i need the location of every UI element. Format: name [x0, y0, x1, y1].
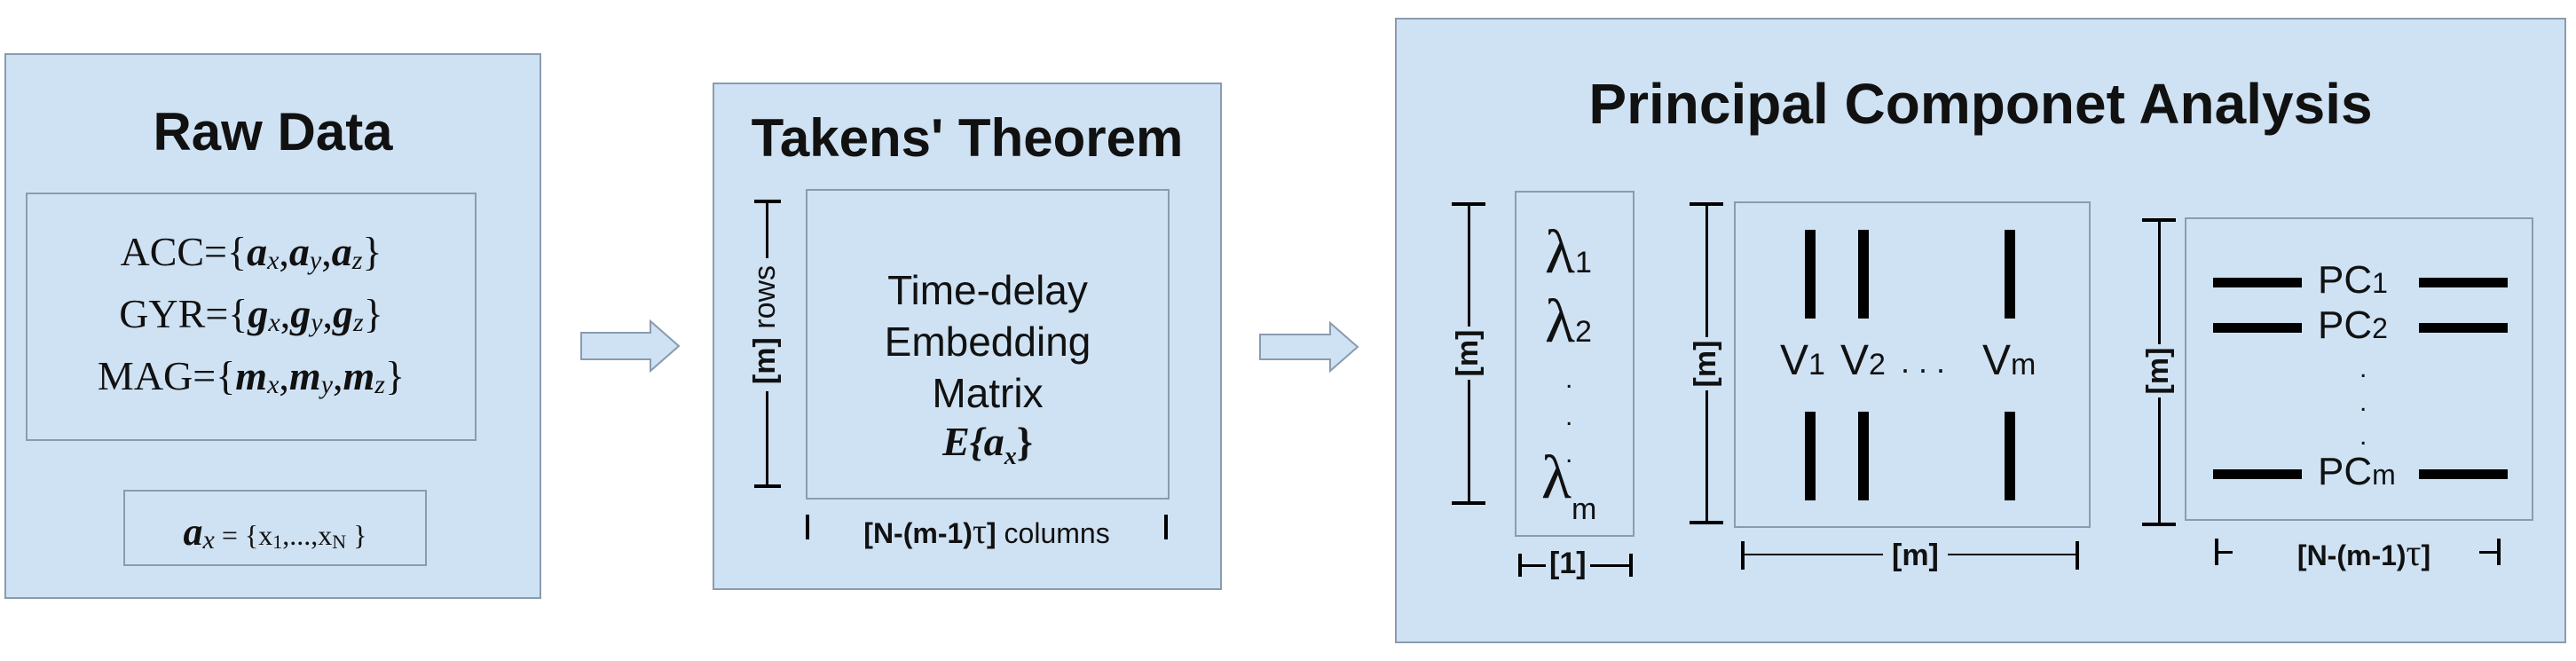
pc1-bar-left — [2213, 278, 2302, 287]
rows-bracket-cap-top — [754, 200, 781, 203]
pcm-bar-left — [2213, 469, 2302, 479]
raw-data-panel: Raw Data ACC={ax,ay,az} GYR={gx,gy,gz} M… — [4, 53, 541, 599]
vec-columns-label: [m] — [1883, 539, 1948, 573]
v2-bar-bottom — [1858, 412, 1869, 500]
eigen-bracket-cap-top — [1452, 202, 1485, 206]
embedding-matrix-box: Time-delay Embedding Matrix E{ax} — [806, 189, 1170, 500]
mag-equation: MAG={mx,my,mz} — [97, 353, 406, 399]
pc1-bar-right — [2419, 278, 2508, 287]
pc1-label: PC1 — [2318, 258, 2388, 302]
cols-bracket-cap-right — [1164, 515, 1168, 539]
v1-bar-bottom — [1805, 412, 1816, 500]
raw-data-title: Raw Data — [153, 102, 393, 161]
vm-bar-bottom — [2005, 412, 2015, 500]
pc-bracket-cap-top — [2142, 218, 2176, 222]
matrix-line-3: Matrix — [932, 370, 1044, 416]
pc-cols-tick-left — [2215, 551, 2233, 554]
cols-bracket-cap-left — [806, 515, 809, 539]
pc2-bar-left — [2213, 323, 2302, 333]
pc2-label: PC2 — [2318, 303, 2388, 347]
v1-label: V1 — [1780, 337, 1825, 384]
lambda-2: λ2 — [1545, 287, 1592, 356]
principal-components-box: PC1 PC2 ... PCm — [2185, 217, 2533, 521]
pc-dots: ... — [2359, 354, 2367, 451]
vec-cols-cap-right — [2076, 541, 2079, 570]
eigen-rows-label: [m] — [1451, 327, 1486, 380]
ax-definition-box: ax = {x1,...,xN } — [123, 490, 427, 566]
eigen-bracket-cap-bottom — [1452, 501, 1485, 505]
vm-label: Vm — [1982, 337, 2036, 384]
vec-cols-cap-left — [1741, 541, 1745, 570]
pc-cols-cap-right — [2497, 539, 2501, 565]
rows-bracket-cap-bottom — [754, 484, 781, 488]
vec-bracket-cap-top — [1690, 202, 1723, 206]
acc-equation: ACC={ax,ay,az} — [120, 229, 382, 275]
lambda-m: λm — [1541, 444, 1597, 526]
pca-panel: Principal Componet Analysis [m] λ1 λ2 ..… — [1395, 18, 2566, 643]
pcm-label: PCm — [2318, 450, 2396, 493]
pca-title: Principal Componet Analysis — [1588, 72, 2373, 136]
v1-bar-top — [1805, 230, 1816, 319]
vec-rows-label: [m] — [1689, 337, 1724, 390]
matrix-line-1: Time-delay — [887, 267, 1088, 313]
lambda-dots: ... — [1565, 365, 1573, 468]
pc-columns-label: [N-(m-1)τ] — [2296, 533, 2431, 574]
rows-label: [m] rows — [748, 258, 784, 391]
one-bracket-cap-right — [1629, 554, 1633, 577]
columns-label: [N-(m-1)τ] columns — [863, 511, 1110, 551]
eigenvectors-box: V1 V2 . . . Vm — [1734, 201, 2091, 528]
v2-bar-top — [1858, 230, 1869, 319]
vec-bracket-cap-bottom — [1690, 521, 1723, 524]
vector-dots: . . . — [1901, 343, 1946, 380]
eigenvalues-box: λ1 λ2 ... λm — [1515, 191, 1635, 537]
ax-equation: ax = {x1,...,xN } — [183, 510, 367, 555]
vm-bar-top — [2005, 230, 2015, 319]
takens-title: Takens' Theorem — [751, 108, 1184, 168]
one-column-label: [1] — [1546, 547, 1590, 581]
pc-bracket-cap-bottom — [2142, 523, 2176, 526]
gyr-equation: GYR={gx,gy,gz} — [119, 291, 383, 337]
takens-panel: Takens' Theorem Time-delay Embedding Mat… — [713, 83, 1222, 590]
pc-rows-label: [m] — [2141, 344, 2177, 397]
pc-cols-tick-right — [2479, 551, 2497, 554]
lambda-1: λ1 — [1545, 218, 1592, 287]
matrix-symbol: E{ax} — [942, 419, 1033, 471]
matrix-line-2: Embedding — [884, 319, 1091, 365]
sensor-axes-box: ACC={ax,ay,az} GYR={gx,gy,gz} MAG={mx,my… — [26, 193, 477, 441]
v2-label: V2 — [1840, 337, 1886, 384]
one-bracket-cap-left — [1518, 554, 1522, 577]
pc2-bar-right — [2419, 323, 2508, 333]
pcm-bar-right — [2419, 469, 2508, 479]
